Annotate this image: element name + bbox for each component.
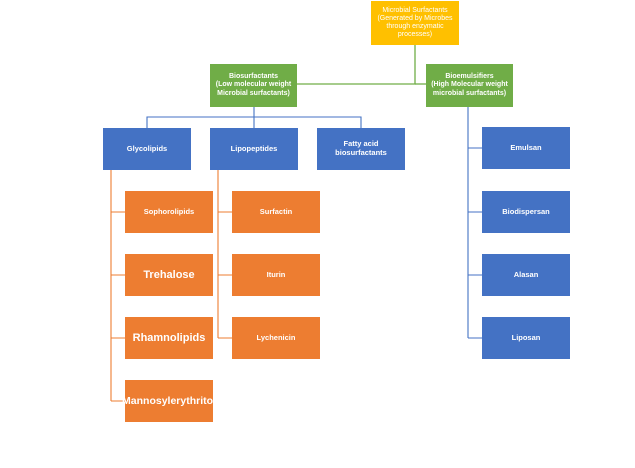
mannosylerythritol-node: Mannosylerythritol (122, 380, 216, 422)
rhamnolipids-node: Rhamnolipids (125, 317, 213, 359)
mannosylerythritol-label: Mannosylerythritol (122, 394, 216, 407)
trehalose-node: Trehalose (125, 254, 213, 296)
category-connectors (146, 107, 482, 339)
glycolipids-node: Glycolipids (103, 128, 191, 170)
lipopeptides-branch-line (217, 170, 232, 339)
root-to-biosurfactants-line (297, 45, 416, 85)
microbial-surfactants-node: Microbial Surfactants (Generated by Micr… (371, 1, 459, 45)
emulsan-node: Emulsan (482, 127, 570, 169)
trehalose-label: Trehalose (143, 268, 195, 281)
surfactin-node: Surfactin (232, 191, 320, 233)
bioemulsifiers-label: Bioemulsifiers (High Molecular weight mi… (431, 73, 508, 97)
iturin-label: Iturin (266, 269, 286, 279)
rhamnolipids-label: Rhamnolipids (132, 331, 206, 344)
biosurfactants-node: Biosurfactants (Low molecular weight Mic… (210, 64, 297, 107)
lipopeptides-node: Lipopeptides (210, 128, 298, 170)
emulsan-label: Emulsan (510, 142, 542, 152)
bioemulsifiers-branch-line (467, 107, 482, 339)
root-connectors (297, 45, 426, 85)
alasan-label: Alasan (513, 269, 539, 279)
fatty-acid-biosurfactants-label: Fatty acid biosurfactants (335, 139, 387, 157)
leaf-connectors (110, 170, 232, 402)
liposan-node: Liposan (482, 317, 570, 359)
lychenicin-label: Lychenicin (256, 332, 296, 342)
lychenicin-node: Lychenicin (232, 317, 320, 359)
sophorolipids-node: Sophorolipids (125, 191, 213, 233)
microbial-surfactants-label: Microbial Surfactants (Generated by Micr… (377, 6, 453, 39)
bioemulsifiers-node: Bioemulsifiers (High Molecular weight mi… (426, 64, 513, 107)
sophorolipids-label: Sophorolipids (143, 206, 195, 216)
alasan-node: Alasan (482, 254, 570, 296)
surfactin-label: Surfactin (259, 206, 293, 216)
fatty-acid-biosurfactants-node: Fatty acid biosurfactants (317, 128, 405, 170)
biodispersan-node: Biodispersan (482, 191, 570, 233)
iturin-node: Iturin (232, 254, 320, 296)
biosurfactants-branch-line (146, 107, 362, 128)
lipopeptides-label: Lipopeptides (230, 143, 278, 153)
biodispersan-label: Biodispersan (502, 206, 550, 216)
liposan-label: Liposan (511, 332, 541, 342)
glycolipids-branch-line (110, 170, 125, 402)
glycolipids-label: Glycolipids (126, 143, 168, 153)
biosurfactants-label: Biosurfactants (Low molecular weight Mic… (215, 73, 292, 97)
